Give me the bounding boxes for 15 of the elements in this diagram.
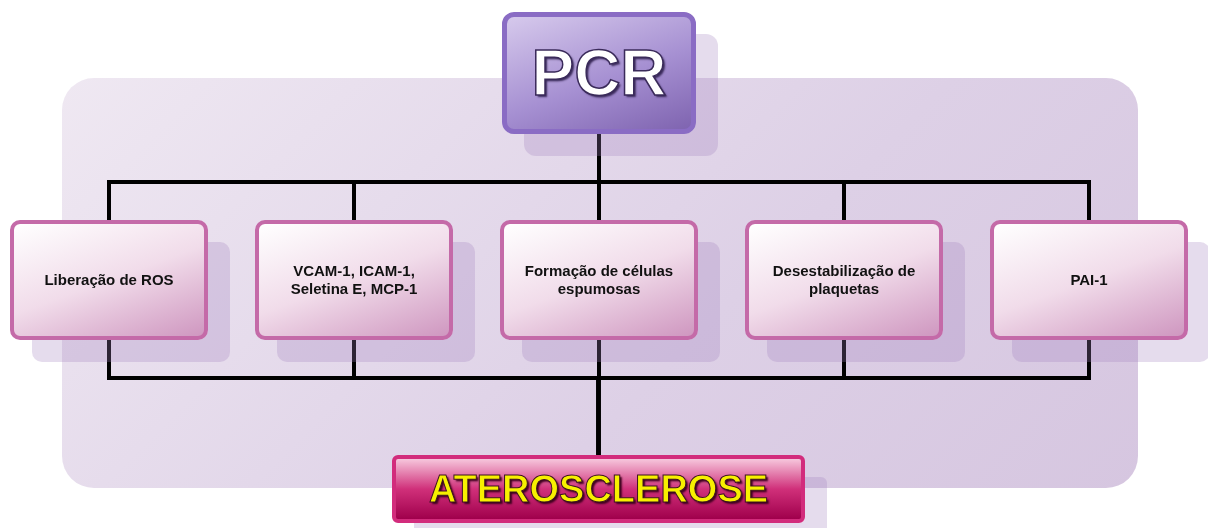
process-box	[990, 220, 1188, 340]
box-label: Desestabilização de plaquetas	[771, 262, 917, 298]
process-box	[500, 220, 698, 340]
process-box	[745, 220, 943, 340]
box-label: ATEROSCLEROSE	[428, 467, 769, 511]
title-box	[502, 12, 696, 134]
box-label: Formação de células espumosas	[523, 262, 675, 298]
connector-line	[596, 340, 1091, 455]
title-box	[392, 455, 805, 523]
box-label: Liberação de ROS	[44, 271, 174, 289]
process-box	[255, 220, 453, 340]
box-label: VCAM-1, ICAM-1, Seletina E, MCP-1	[289, 262, 419, 298]
process-box	[10, 220, 208, 340]
box-label: PAI-1	[1070, 271, 1108, 289]
box-label: PCR	[531, 36, 667, 110]
